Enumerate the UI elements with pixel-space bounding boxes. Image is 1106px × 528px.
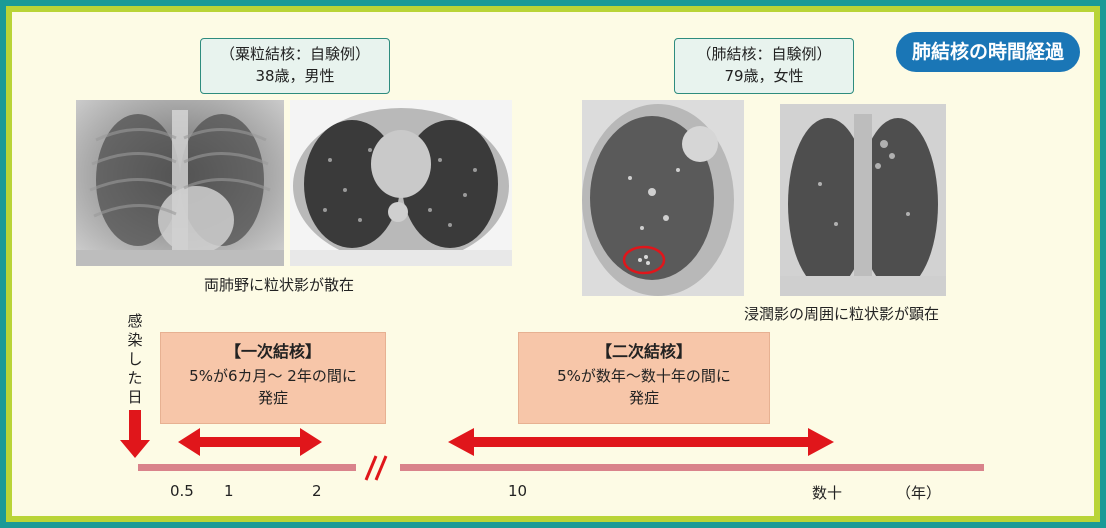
primary-tb-title: 【一次結核】 [224,342,321,361]
secondary-tb-box: 【二次結核】 5%が数年～数十年の間に 発症 [518,332,770,424]
axis-unit: （年） [896,484,942,502]
secondary-range-arrow [448,428,834,456]
case1-type: （粟粒結核：自験例） [219,45,370,63]
case1-patient: 38歳，男性 [255,67,335,85]
primary-tb-line1: 5%が6カ月～ 2年の間に [189,367,357,385]
secondary-tb-line2: 発症 [628,389,659,407]
axis-segment-right [400,464,984,471]
timeline-graphic [120,410,984,481]
primary-tb-line2: 発症 [257,389,288,407]
infection-day-label: 感染した日 [124,312,146,407]
primary-range-arrow [178,428,322,456]
case1-label: （粟粒結核：自験例） 38歳，男性 [200,38,390,94]
tick-2: 2 [312,482,322,500]
primary-tb-box: 【一次結核】 5%が6カ月～ 2年の間に 発症 [160,332,386,424]
tick-1: 1 [224,482,234,500]
ct-coronal-image-case2 [780,104,946,296]
case2-caption: 浸潤影の周囲に粒状影が顕在 [744,305,940,323]
ct-axial-image-case2 [582,100,744,296]
figure-title: 肺結核の時間経過 [895,32,1080,72]
ct-axial-image-case1 [290,100,512,266]
figure-canvas: 肺結核の時間経過 （粟粒結核：自験例） 38歳，男性 （肺結核：自験例） 79歳… [12,12,1094,516]
axis-segment-left [138,464,356,471]
case2-label: （肺結核：自験例） 79歳，女性 [674,38,854,94]
tick-decades: 数十 [812,484,843,502]
secondary-tb-line1: 5%が数年～数十年の間に [557,367,731,385]
case1-caption: 両肺野に粒状影が散在 [204,276,355,294]
infection-arrow [120,410,150,458]
axis-break-mark [364,455,388,481]
secondary-tb-title: 【二次結核】 [595,342,692,361]
tick-10: 10 [508,482,528,500]
case2-patient: 79歳，女性 [724,67,804,85]
infection-day-text: 感染した日 [127,312,143,406]
case2-type: （肺結核：自験例） [696,45,832,63]
chest-xray-image [76,100,284,266]
tick-0-5: 0.5 [170,482,194,500]
